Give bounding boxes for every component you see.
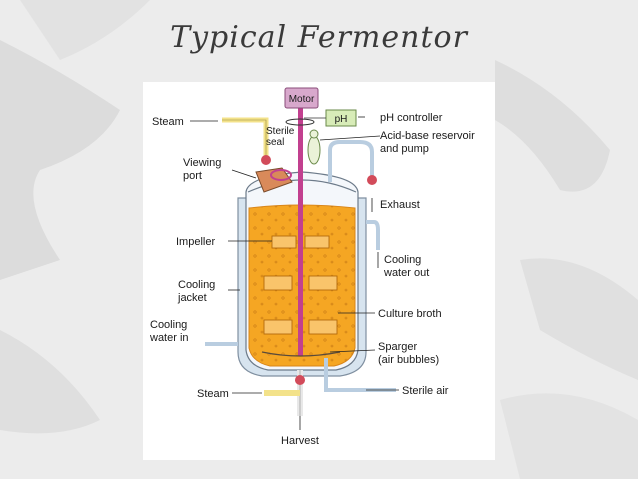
label-acid-base-1: Acid-base reservoir: [380, 130, 475, 142]
label-culture-broth: Culture broth: [378, 308, 442, 320]
label-viewing-port-1: Viewing: [183, 157, 221, 169]
label-sparger-2: (air bubbles): [378, 354, 439, 366]
label-sterile-seal-2: seal: [266, 137, 284, 148]
label-harvest: Harvest: [281, 435, 319, 447]
motor: [284, 87, 319, 109]
ph-box-label: pH: [335, 114, 348, 125]
cooling-water-out-pipe: [366, 220, 380, 250]
label-cooling-water-out-1: Cooling: [384, 254, 421, 266]
exhaust-pipe: [328, 140, 374, 182]
label-sparger-1: Sparger: [378, 341, 417, 353]
label-sterile-seal-1: Sterile: [266, 126, 295, 137]
label-steam-bottom: Steam: [197, 388, 229, 400]
page-title: Typical Fermentor: [170, 20, 468, 55]
sparger: [261, 351, 341, 357]
label-cooling-water-in-1: Cooling: [150, 319, 187, 331]
impeller-shaft: [298, 106, 303, 356]
label-steam-top: Steam: [152, 116, 184, 128]
label-cooling-water-in-2: water in: [149, 332, 189, 344]
label-cooling-jacket-1: Cooling: [178, 279, 215, 291]
label-acid-base-2: and pump: [380, 143, 429, 155]
acid-base-reservoir: [307, 135, 321, 165]
rotation-indicator: [285, 118, 315, 126]
label-sterile-air: Sterile air: [402, 385, 449, 397]
label-ph-controller: pH controller: [380, 112, 443, 124]
exhaust-valve: [367, 175, 377, 185]
motor-label: Motor: [289, 94, 315, 105]
harvest-valve: [295, 375, 305, 385]
label-cooling-water-out-2: water out: [383, 267, 429, 279]
label-impeller: Impeller: [176, 236, 215, 248]
label-viewing-port-2: port: [183, 170, 202, 182]
steam-valve-top: [261, 155, 271, 165]
steam-pipe-top: [222, 117, 269, 158]
label-exhaust: Exhaust: [380, 199, 420, 211]
impeller-blades: [263, 235, 338, 335]
label-cooling-jacket-2: jacket: [177, 292, 207, 304]
viewing-port: [255, 167, 293, 193]
